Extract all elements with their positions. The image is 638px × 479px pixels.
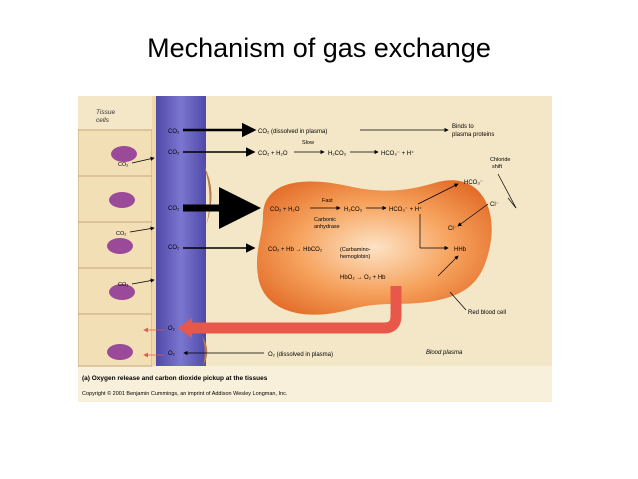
co2-tissue-arrow [129,226,155,233]
hco3-outside-label: HCO₃⁻ [464,180,483,186]
carbonic-anhydrase-label: Carbonic [314,217,336,223]
tissue-cells [78,129,153,367]
fast-reaction-rhs: HCO₃⁻ + H⁺ [389,206,422,213]
slow-reaction-lhs: CO₂ + H₂O [258,151,288,157]
cell-nucleus [109,192,135,208]
co2-tissue-label: CO₂ [116,231,126,237]
slow-label: Slow [302,140,314,146]
chloride-bracket [507,197,517,209]
co2-capillary-label: CO₂ [168,129,180,135]
tissue-label: cells [96,117,110,124]
endothelial-nucleus [202,336,208,366]
page-title: Mechanism of gas exchange [147,33,491,63]
co2-tissue-label: CO₂ [118,282,128,288]
rbc-label: Red blood cell [468,310,506,316]
tissue-label: Tissue [96,109,115,116]
carbamino-label: hemoglobin) [340,254,370,260]
co2-tissue-arrow [131,156,155,164]
capillary-endothelium [156,96,206,366]
o2-capillary-label: O₂ [168,326,176,332]
co2-capillary-label: CO₂ [168,245,180,251]
cl-inside-label: Cl⁻ [448,226,457,232]
binds-label: Binds to [452,124,474,130]
fast-reaction-mid: H₂CO₃ [344,207,363,213]
o2-dissolved-label: O₂ (dissolved in plasma) [268,352,333,358]
cl-outside-label: Cl⁻ [490,202,499,208]
blood-plasma-label: Blood plasma [426,350,463,356]
co2-dissolved-label: CO₂ (dissolved in plasma) [258,129,327,135]
slow-reaction-mid: H₂CO₃ [328,151,347,157]
cell-nucleus [109,284,135,300]
co2-capillary-label: CO₂ [168,206,180,212]
fast-reaction-lhs: CO₂ + H₂O [270,207,300,213]
carbamino-reaction: CO₂ + Hb → HbCO₂ [268,247,323,253]
chloride-bracket [497,173,517,209]
slow-reaction-rhs: HCO₃⁻ + H⁺ [381,150,414,157]
cl-in-arrow [457,203,489,227]
carbamino-label: (Carbamino- [340,247,371,253]
o2-release-arrow [190,286,402,334]
fast-label: Fast [322,198,333,204]
red-blood-cell [256,180,492,315]
o2-release-arrowhead [178,318,192,338]
co2-tissue-arrow [131,278,155,285]
cell-nucleus [107,344,133,360]
caption-band [78,366,552,402]
cell-nucleus [107,238,133,254]
hb-to-hhb-arrow [437,255,459,277]
co2-capillary-label: CO₂ [168,150,180,156]
hhb-label: HHb [454,247,467,253]
co2-tissue-label: CO₂ [118,162,128,168]
oxyhemoglobin-reaction: HbO₂ → O₂ + Hb [340,275,386,281]
chloride-shift-label: shift [492,164,503,170]
gas-exchange-diagram: Tissue cells CO₂ CO₂ CO₂ CO₂ O₂ O₂ CO₂ C… [78,96,552,402]
cell-nucleus [111,146,137,162]
chloride-shift-label: Chloride [490,157,510,163]
o2-capillary-label: O₂ [168,351,176,357]
carbonic-anhydrase-label: anhydrase [314,224,340,230]
copyright-text: Copyright © 2001 Benjamin Cummings, an i… [82,390,288,397]
binds-label: plasma proteins [452,132,494,138]
figure-caption: (a) Oxygen release and carbon dioxide pi… [82,375,268,382]
rbc-pointer [449,291,467,311]
hco3-out-arrow [417,183,459,205]
